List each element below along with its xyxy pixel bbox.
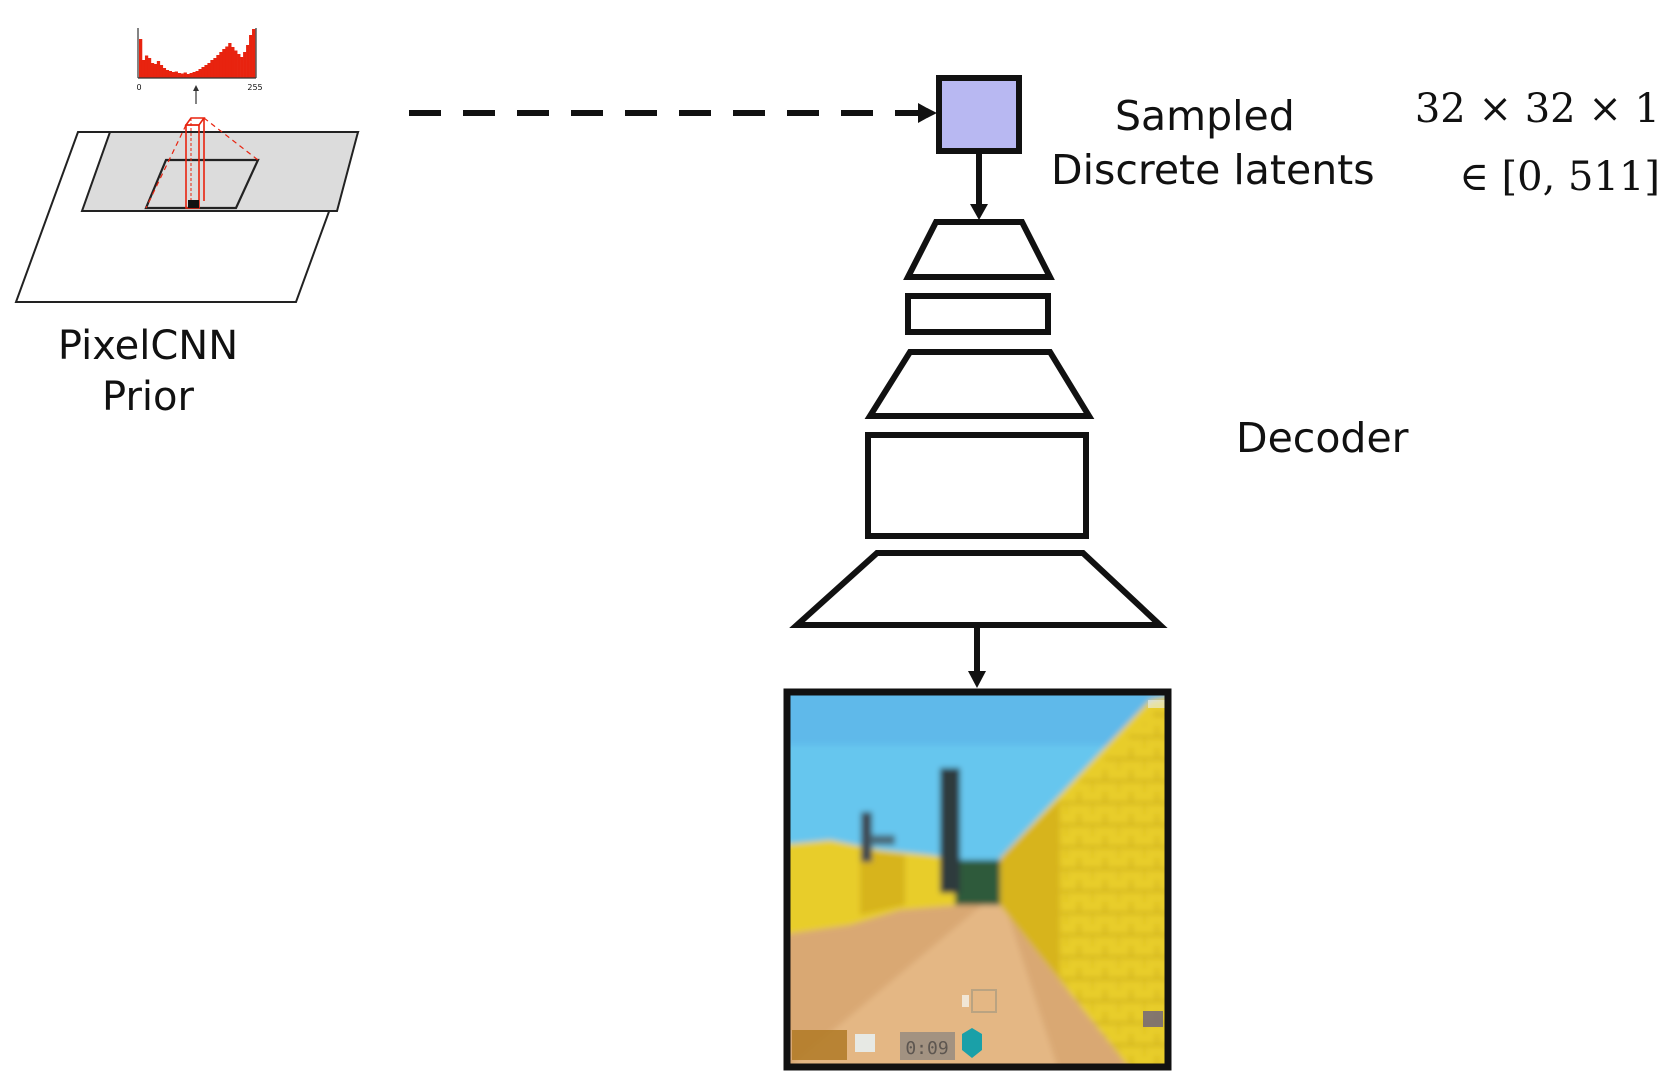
histogram-bar [234,50,238,78]
latents-label-line2: Discrete latents [1051,146,1375,194]
histogram-bar [171,72,175,78]
histogram-bar [207,63,211,78]
histogram-pointer-arrow-head [193,85,199,91]
current-pixel-column [145,117,259,209]
decoder-layer-5 [789,550,1168,628]
histogram-bar [204,65,208,78]
histogram-bar [195,71,199,78]
histogram-bar [174,71,178,78]
decoder-layer-2 [905,293,1051,335]
histogram-bar [210,60,214,78]
receptive-field [144,158,260,210]
histogram-bar [222,49,226,78]
histogram-bar [144,55,149,78]
histogram-bar [150,63,155,78]
histogram-bar [177,73,181,78]
histogram-bar [189,73,193,78]
histogram-bar [198,69,202,78]
discrete-latents-square [936,75,1022,154]
hud-ammo-block [792,1030,847,1060]
decoder-layer-1 [903,219,1055,280]
decoder-stack [789,219,1168,628]
histogram-bar [240,57,244,78]
decoder-layer-4 [865,432,1089,539]
histogram-bar [243,52,247,78]
pixelcnn-prior-figure: 0 255 PixelCNN Prior [14,28,360,420]
histogram-bar [162,68,167,78]
histogram-bar [237,54,241,78]
pixel-value-histogram [139,29,256,78]
frame-tower-short [861,812,872,862]
histogram-bar [156,61,161,78]
histogram-bar [153,64,158,78]
histogram-bar [246,45,250,78]
histogram-max-label: 255 [247,83,262,92]
decoder-to-image-arrow-head [968,671,986,688]
hud-gem-icon [962,1028,982,1058]
histogram-bar [201,67,205,78]
generated-frame: 0:09 [787,692,1168,1067]
sampling-dashed-arrow-head [918,103,936,123]
histogram-bar [159,65,164,78]
histogram-bar [213,58,217,78]
decoder-layer-3 [864,349,1095,419]
latents-shape: 32 × 32 × 1 [1415,86,1660,132]
histogram-bar [183,72,187,78]
prior-label-line1: PixelCNN [58,323,238,369]
decoder-label: Decoder [1236,414,1409,462]
histogram-bar [165,70,170,78]
histogram-bar [249,35,253,78]
latents-range: ∈ [0, 511] [1459,154,1660,200]
histogram-bar [141,60,146,78]
hud-armor-icon [855,1034,875,1052]
histogram-bar [219,52,223,78]
frame-tower-tall [940,768,960,893]
histogram-bar [186,74,190,78]
histogram-bar [180,73,184,78]
histogram-bar [216,55,220,78]
hud-counter: 0:09 [905,1038,948,1059]
histogram-bar [147,58,152,78]
histogram-bar [228,43,232,78]
prior-label-line2: Prior [102,374,194,420]
histogram-bar [139,39,143,78]
histogram-min-label: 0 [136,83,141,92]
histogram-bar [192,72,196,78]
hud-crosshair [971,989,997,1013]
hud-corner-indicator [1143,1011,1163,1027]
histogram-bar [168,71,173,78]
latents-label-line1: Sampled [1115,92,1295,140]
histogram-bar [225,46,229,78]
generated-frame-border [783,688,1172,1071]
histogram-bar [252,29,256,78]
histogram-bar [231,47,235,78]
latents-to-decoder-arrow-head [970,204,988,220]
